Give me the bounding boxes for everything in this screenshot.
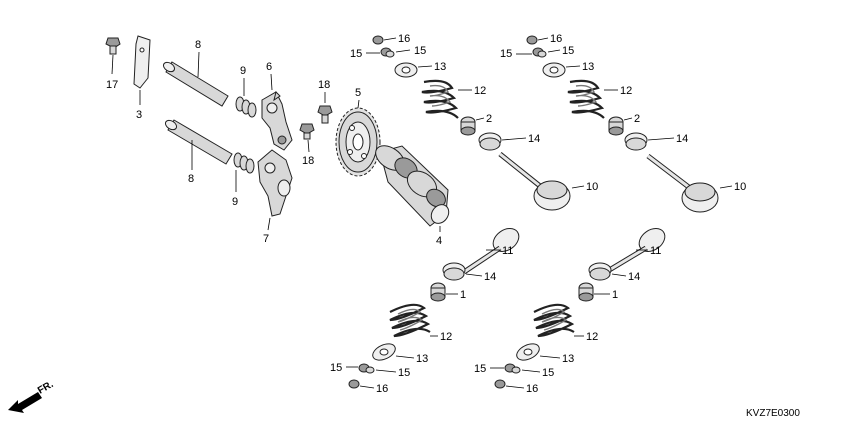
callout-13-ll: 13 bbox=[416, 353, 428, 365]
callout-14-ur: 14 bbox=[676, 133, 688, 145]
callout-18-upper: 18 bbox=[318, 79, 330, 91]
bolt-18-upper bbox=[317, 105, 333, 124]
cotter-16-ul bbox=[372, 35, 384, 45]
callout-8-upper: 8 bbox=[195, 39, 201, 51]
cotter-16-ll bbox=[348, 379, 360, 389]
seat-14-ll bbox=[442, 262, 466, 281]
valve-11-ll bbox=[462, 228, 520, 275]
rocker-arm-7 bbox=[257, 149, 293, 217]
retainer-13-ur bbox=[542, 62, 566, 78]
direction-label: FR. bbox=[36, 379, 56, 397]
callout-14-ll: 14 bbox=[484, 271, 496, 283]
seat-14-ul bbox=[478, 132, 502, 151]
callout-13-ul: 13 bbox=[434, 61, 446, 73]
seat-14-lr bbox=[588, 262, 612, 281]
retainer-13-lr bbox=[516, 343, 540, 361]
callout-16-ur: 16 bbox=[550, 33, 562, 45]
valve-11-lr bbox=[604, 228, 666, 275]
callout-11-lr: 11 bbox=[650, 245, 661, 257]
cam-sprocket-5 bbox=[335, 107, 381, 177]
callout-15-ul-left: 15 bbox=[350, 48, 362, 60]
callout-8-lower: 8 bbox=[188, 173, 194, 185]
callout-9-lower: 9 bbox=[232, 196, 238, 208]
callout-12-ll: 12 bbox=[440, 331, 452, 343]
callout-7: 7 bbox=[263, 233, 269, 245]
callout-12-lr: 12 bbox=[586, 331, 598, 343]
rocker-shaft-lower-8 bbox=[164, 119, 233, 165]
callout-14-ul: 14 bbox=[528, 133, 540, 145]
callout-5: 5 bbox=[355, 87, 361, 99]
seat-14-ur bbox=[624, 132, 648, 151]
callout-15-ur-right: 15 bbox=[562, 45, 574, 57]
retainer-13-ll bbox=[372, 343, 396, 361]
callout-6: 6 bbox=[266, 61, 272, 73]
callout-10-ur: 10 bbox=[734, 181, 746, 193]
callout-10-ul: 10 bbox=[586, 181, 598, 193]
washer-9-upper bbox=[235, 96, 257, 118]
diagram-code: KVZ7E0300 bbox=[746, 408, 800, 419]
callout-15-ul-right: 15 bbox=[414, 45, 426, 57]
callout-2-ul: 2 bbox=[486, 113, 492, 125]
callout-16-ll: 16 bbox=[376, 383, 388, 395]
washer-9-lower bbox=[233, 152, 255, 174]
seal-2-ur bbox=[608, 116, 624, 136]
camshaft-4 bbox=[375, 145, 450, 227]
valve-spring-12-ll bbox=[389, 303, 431, 338]
callout-2-ur: 2 bbox=[634, 113, 640, 125]
callout-14-lr: 14 bbox=[628, 271, 640, 283]
callout-9-upper: 9 bbox=[240, 65, 246, 77]
cotter-16-lr bbox=[494, 379, 506, 389]
callout-13-lr: 13 bbox=[562, 353, 574, 365]
seal-1-lr bbox=[578, 282, 594, 302]
callout-16-lr: 16 bbox=[526, 383, 538, 395]
rocker-arm-6 bbox=[261, 91, 293, 151]
callout-15-ll-right: 15 bbox=[398, 367, 410, 379]
seal-2-ul bbox=[460, 116, 476, 136]
callout-16-ul: 16 bbox=[398, 33, 410, 45]
callout-12-ul: 12 bbox=[474, 85, 486, 97]
callout-15-lr-right: 15 bbox=[542, 367, 554, 379]
valve-spring-12-ul bbox=[421, 79, 459, 119]
valve-spring-12-lr bbox=[533, 303, 575, 338]
cotter-15-lr bbox=[504, 363, 521, 374]
front-direction-arrow-icon bbox=[8, 392, 42, 413]
retainer-13-ul bbox=[394, 62, 418, 78]
callout-15-ur-left: 15 bbox=[500, 48, 512, 60]
bolt-18-lower bbox=[299, 123, 315, 140]
cotter-15-ur bbox=[532, 47, 547, 58]
callout-17: 17 bbox=[106, 79, 118, 91]
callout-1-ll: 1 bbox=[460, 289, 466, 301]
valve-10-ur bbox=[646, 154, 719, 213]
callout-15-lr-left: 15 bbox=[474, 363, 486, 375]
cotter-15-ul bbox=[380, 47, 395, 58]
rocker-shaft-upper-8 bbox=[162, 61, 229, 107]
seal-1-ll bbox=[430, 282, 446, 302]
callout-12-ur: 12 bbox=[620, 85, 632, 97]
valve-10-ul bbox=[498, 152, 571, 211]
callout-1-lr: 1 bbox=[612, 289, 618, 301]
cotter-16-ur bbox=[526, 35, 538, 45]
callout-4: 4 bbox=[436, 235, 442, 247]
plate-3 bbox=[133, 35, 151, 89]
callout-3: 3 bbox=[136, 109, 142, 121]
bolt-17 bbox=[105, 37, 121, 55]
cotter-15-ll bbox=[358, 363, 375, 374]
callout-18-lower: 18 bbox=[302, 155, 314, 167]
callout-11-ll: 11 bbox=[502, 245, 513, 257]
valve-spring-12-ur bbox=[567, 79, 605, 119]
callout-13-ur: 13 bbox=[582, 61, 594, 73]
callout-15-ll-left: 15 bbox=[330, 362, 342, 374]
